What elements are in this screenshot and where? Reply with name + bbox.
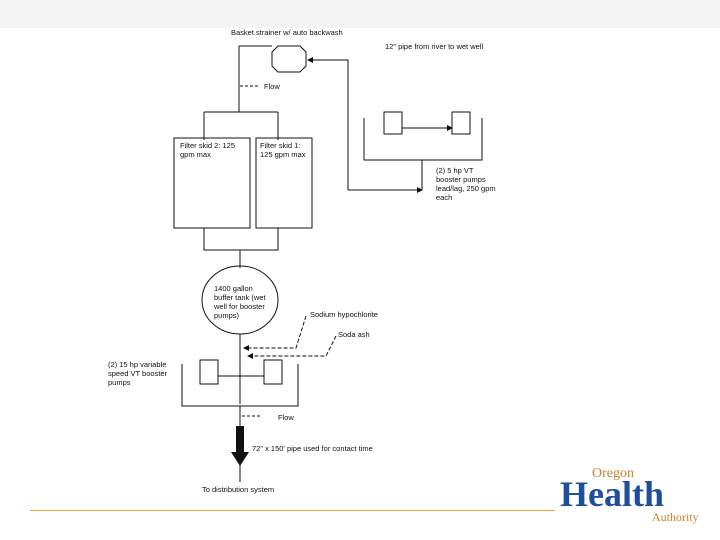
flow-label-bottom: Flow bbox=[278, 413, 294, 422]
booster-5hp-label: (2) 5 hp VT booster pumps lead/lag, 250 … bbox=[436, 166, 496, 202]
booster-pump-15hp-b bbox=[263, 359, 283, 385]
contact-pipe-arrowhead bbox=[231, 452, 249, 466]
filter-skid-2-label: Filter skid 2: 125 gpm max bbox=[180, 141, 236, 159]
contact-pipe bbox=[236, 426, 244, 456]
pump-discharge-pipe bbox=[307, 57, 349, 190]
logo-word-authority: Authority bbox=[652, 510, 699, 524]
booster-pump-5hp-a bbox=[383, 111, 403, 135]
soda-ash-label: Soda ash bbox=[338, 330, 370, 339]
sodium-hypochlorite-label: Sodium hypochlorite bbox=[310, 310, 378, 319]
footer-rule bbox=[30, 510, 555, 511]
booster-15hp-label: (2) 15 hp variable speed VT booster pump… bbox=[108, 360, 168, 387]
filter-skid-2-box bbox=[173, 137, 251, 229]
river-pipe-label: 12" pipe from river to wet well bbox=[385, 42, 484, 51]
oregon-health-authority-logo: Oregon Health Authority bbox=[556, 466, 706, 526]
soda-ash-line bbox=[247, 335, 337, 359]
basket-strainer-label: Basket strainer w/ auto backwash bbox=[231, 28, 343, 37]
booster-pump-5hp-b bbox=[451, 111, 471, 135]
booster-pump-15hp-a bbox=[199, 359, 219, 385]
filter-skid-1-label: Filter skid 1: 125 gpm max bbox=[260, 141, 306, 159]
contact-pipe-label: 72" x 150' pipe used for contact time bbox=[252, 444, 373, 453]
filter-skid-1-box bbox=[255, 137, 313, 229]
flow-label-top: Flow bbox=[264, 82, 280, 91]
logo-word-health: Health bbox=[560, 474, 664, 514]
distribution-label: To distribution system bbox=[202, 485, 275, 494]
wet-well-box bbox=[363, 118, 483, 161]
buffer-tank-label: 1400 gallon buffer tank (wet well for bo… bbox=[214, 284, 266, 320]
top-bar bbox=[0, 0, 720, 28]
logo-word-oregon: Oregon bbox=[592, 466, 634, 481]
basket-strainer-symbol bbox=[271, 45, 307, 73]
sodium-hypochlorite-line bbox=[243, 315, 307, 351]
